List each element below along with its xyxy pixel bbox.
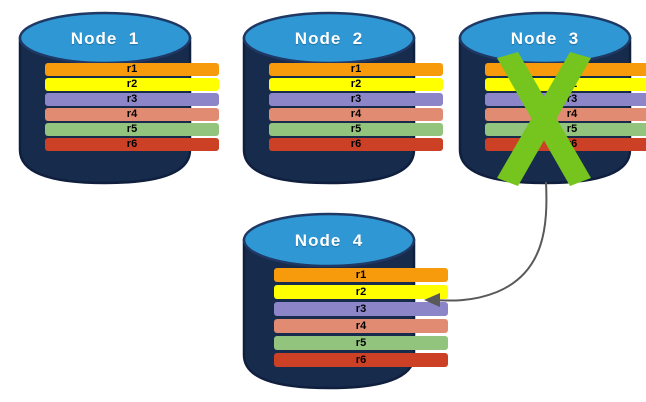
row-label: r1	[126, 63, 138, 75]
node-3-rows: r1 r2 r3 r4 r5 r6	[458, 63, 646, 151]
node-1-row-r4[interactable]: r4	[45, 108, 219, 121]
node-1-row-r1[interactable]: r1	[45, 63, 219, 76]
row-label: r5	[126, 123, 138, 135]
node-2-rows: r1 r2 r3 r4 r5 r6	[242, 63, 470, 151]
row-label: r5	[566, 123, 578, 135]
row-label: r3	[355, 303, 367, 315]
node-3-row-r5[interactable]: r5	[485, 123, 646, 136]
row-label: r2	[350, 78, 362, 90]
node-2-row-r1[interactable]: r1	[269, 63, 443, 76]
node-1-rows: r1 r2 r3 r4 r5 r6	[18, 63, 246, 151]
node-3-title: Node 3	[510, 29, 580, 48]
node-2-row-r4[interactable]: r4	[269, 108, 443, 121]
row-label: r3	[126, 93, 138, 105]
row-label: r1	[355, 269, 367, 281]
row-label: r6	[566, 138, 578, 150]
node-1-title: Node 1	[70, 29, 140, 48]
node-2-title: Node 2	[294, 29, 364, 48]
node-2-row-r5[interactable]: r5	[269, 123, 443, 136]
node-4-rows: r1 r2 r3 r4 r5 r6	[242, 268, 480, 367]
node-4-row-r4[interactable]: r4	[274, 319, 448, 333]
node-1-row-r5[interactable]: r5	[45, 123, 219, 136]
row-label: r1	[566, 63, 578, 75]
row-label: r1	[350, 63, 362, 75]
node-4-row-r5[interactable]: r5	[274, 336, 448, 350]
row-label: r6	[350, 138, 362, 150]
node-2-row-r2[interactable]: r2	[269, 78, 443, 91]
row-label: r6	[355, 354, 367, 366]
row-label: r3	[566, 93, 578, 105]
node-4-row-r6[interactable]: r6	[274, 353, 448, 367]
node-1[interactable]: Node 1 r1 r2 r3 r4 r5 r6	[18, 10, 219, 185]
node-3-row-r1[interactable]: r1	[485, 63, 646, 76]
node-3-row-r4[interactable]: r4	[485, 108, 646, 121]
node-4-row-r1[interactable]: r1	[274, 268, 448, 282]
node-4-row-r2[interactable]: r2	[274, 285, 448, 299]
row-label: r5	[355, 337, 367, 349]
row-label: r2	[355, 286, 367, 298]
row-label: r3	[350, 93, 362, 105]
node-3[interactable]: Node 3 r1 r2 r3 r4 r5 r6	[458, 10, 646, 186]
node-4[interactable]: Node 4 r1 r2 r3 r4 r5 r6	[242, 210, 448, 390]
row-label: r4	[126, 108, 138, 120]
row-label: r5	[350, 123, 362, 135]
node-1-row-r3[interactable]: r3	[45, 93, 219, 106]
row-label: r2	[126, 78, 138, 90]
node-2-row-r6[interactable]: r6	[269, 138, 443, 151]
node-4-row-r3[interactable]: r3	[274, 302, 448, 316]
node-4-title: Node 4	[294, 231, 364, 250]
row-label: r4	[566, 108, 578, 120]
node-2[interactable]: Node 2 r1 r2 r3 r4 r5 r6	[242, 10, 443, 185]
row-label: r6	[126, 138, 138, 150]
node-3-row-r3[interactable]: r3	[485, 93, 646, 106]
node-1-row-r2[interactable]: r2	[45, 78, 219, 91]
row-label: r2	[566, 78, 578, 90]
node-3-row-r2[interactable]: r2	[485, 78, 646, 91]
node-2-row-r3[interactable]: r3	[269, 93, 443, 106]
row-label: r4	[350, 108, 362, 120]
node-3-row-r6[interactable]: r6	[485, 138, 646, 151]
row-label: r4	[355, 320, 367, 332]
node-1-row-r6[interactable]: r6	[45, 138, 219, 151]
